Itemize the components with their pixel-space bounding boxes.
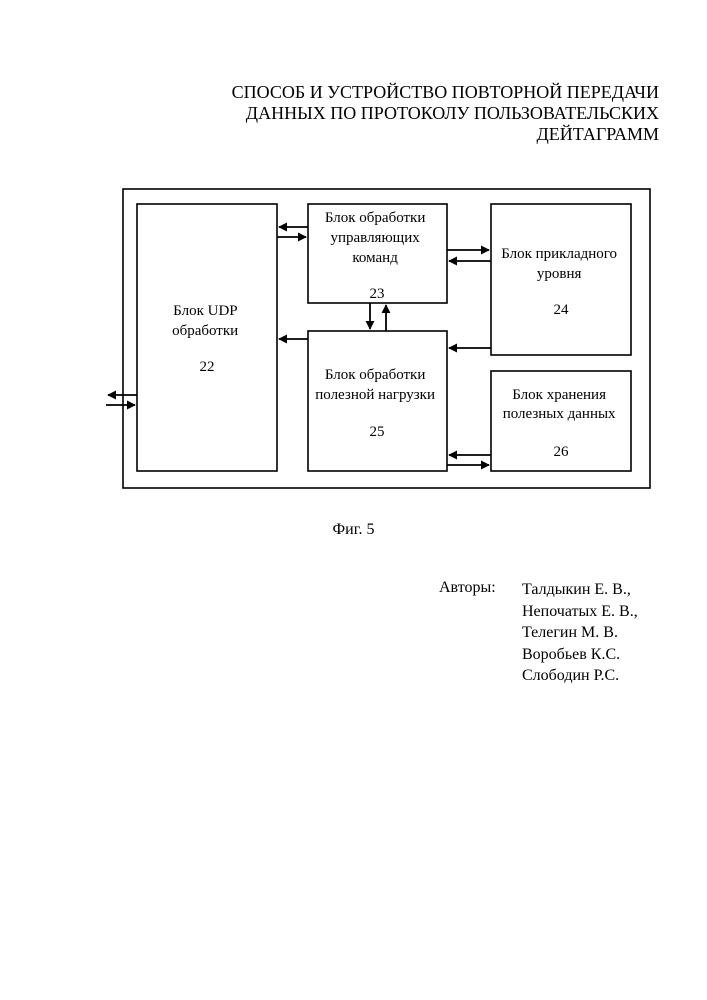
block-25-line-2: полезной нагрузки [315,387,435,403]
block-22-line-1: Блок UDP [173,303,237,319]
author-name: Слободин Р.С. [522,665,638,687]
block-22-line-2: обработки [172,323,238,339]
figure-caption: Фиг. 5 [0,521,707,539]
block-26-line-1: Блок хранения [512,387,606,403]
block-25-number: 25 [370,424,385,440]
block-application-level: Блок прикладного уровня 24 [491,204,631,355]
block-payload-storage: Блок хранения полезных данных 26 [491,371,631,471]
block-24-number: 24 [554,302,570,318]
author-name: Телегин М. В. [522,622,638,644]
block-26-number: 26 [554,444,570,460]
block-payload-processing: Блок обработки полезной нагрузки 25 [308,331,447,471]
block-24-line-1: Блок прикладного [501,246,617,262]
block-26-line-2: полезных данных [503,406,616,422]
authors-label: Авторы: [439,579,496,597]
author-name: Воробьев К.С. [522,644,638,666]
block-24-line-2: уровня [537,266,582,282]
block-23-line-3: команд [352,250,398,266]
block-23-number: 23 [370,286,385,302]
block-22-number: 22 [200,359,215,375]
block-udp-processing: Блок UDP обработки 22 [137,204,277,471]
author-name: Талдыкин Е. В., [522,579,638,601]
author-name: Непочатых Е. В., [522,601,638,623]
block-23-line-2: управляющих [331,230,421,246]
block-23-line-1: Блок обработки [325,210,426,226]
block-25-line-1: Блок обработки [325,367,426,383]
block-control-commands: Блок обработки управляющих команд 23 [308,204,447,303]
authors-list: Талдыкин Е. В., Непочатых Е. В., Телегин… [522,579,638,687]
